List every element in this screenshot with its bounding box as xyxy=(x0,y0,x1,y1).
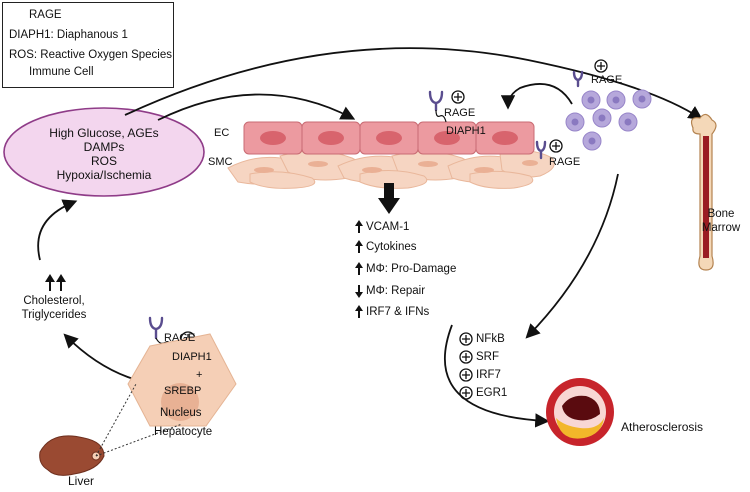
factor-egr1: EGR1 xyxy=(476,387,508,399)
hepatocyte-plus-label: + xyxy=(196,369,203,381)
up-arrow-icon xyxy=(355,305,363,318)
up-arrow-icon xyxy=(355,262,363,275)
cholesterol-label: Cholesterol, xyxy=(23,295,85,307)
outcome-vcam1: VCAM-1 xyxy=(366,221,410,233)
nucleus-label: Nucleus xyxy=(160,407,202,419)
marrow-label: Marrow xyxy=(701,222,741,234)
up-arrow-icon xyxy=(355,220,363,233)
factor-irf7: IRF7 xyxy=(476,369,501,381)
smc-layer xyxy=(227,150,555,189)
outcome-direction-arrows xyxy=(355,220,363,318)
atherosclerosis-label: Atherosclerosis xyxy=(621,420,704,434)
hepatocyte-diaph1-label: DIAPH1 xyxy=(172,351,212,363)
immune-cell-cluster xyxy=(565,89,652,151)
outcome-irf7-ifns: IRF7 & IFNs xyxy=(366,306,430,318)
ec-label: EC xyxy=(214,127,230,139)
outcome-cytokines: Cytokines xyxy=(366,241,417,253)
outcome-macrophage-repair: MΦ: Repair xyxy=(366,285,426,297)
srebp-label: SREBP xyxy=(164,385,202,397)
factor-nfkb: NFkB xyxy=(476,333,505,345)
legend-immune-cell: Immune Cell xyxy=(29,66,94,78)
vessel-diaph1-label: DIAPH1 xyxy=(446,125,486,137)
legend-box: RAGE DIAPH1: Diaphanous 1 ROS: Reactive … xyxy=(2,2,174,88)
bone-marrow-label: Bone Marrow xyxy=(696,207,746,235)
up-arrow-icon xyxy=(355,240,363,253)
liver-label: Liver xyxy=(68,474,95,488)
vessel-output-arrow xyxy=(378,183,400,214)
legend-ros: ROS: Reactive Oxygen Species xyxy=(9,49,172,61)
down-arrow-icon xyxy=(355,285,363,298)
pathway-arrows xyxy=(37,47,704,428)
outcome-macrophage-pro-damage: MΦ: Pro-Damage xyxy=(366,263,457,275)
stimuli-list: High Glucose, AGEs DAMPs ROS Hypoxia/Isc… xyxy=(44,126,164,182)
legend-diaph1: DIAPH1: Diaphanous 1 xyxy=(9,29,128,41)
hepatocyte-icon xyxy=(127,333,237,427)
stimulus-2: DAMPs xyxy=(83,140,125,154)
bone-marrow-icon xyxy=(690,113,717,271)
hepatocyte-rage-label: RAGE xyxy=(164,332,196,344)
smc-rage-label: RAGE xyxy=(549,156,581,168)
hepatocyte-label: Hepatocyte xyxy=(154,426,213,438)
atherosclerosis-vessel-icon xyxy=(546,378,614,446)
liver-icon xyxy=(39,435,105,476)
vessel-rage-label: RAGE xyxy=(444,107,476,119)
stimulus-1: High Glucose, AGEs xyxy=(49,126,159,140)
factor-srf: SRF xyxy=(476,351,499,363)
increase-arrows xyxy=(45,274,66,291)
stimulus-4: Hypoxia/Ischemia xyxy=(56,168,152,182)
bone-label: Bone xyxy=(707,208,735,220)
liver-zoom-lines xyxy=(95,383,183,457)
lipids-label: Cholesterol, Triglycerides xyxy=(2,294,106,322)
legend-rage: RAGE xyxy=(29,9,62,21)
stimuli-ellipse xyxy=(3,107,205,197)
stimulus-3: ROS xyxy=(90,154,117,168)
endothelial-cell-layer xyxy=(243,121,535,155)
smc-label: SMC xyxy=(208,156,233,168)
immune-rage-label: RAGE xyxy=(591,74,623,86)
triglycerides-label: Triglycerides xyxy=(21,309,87,321)
